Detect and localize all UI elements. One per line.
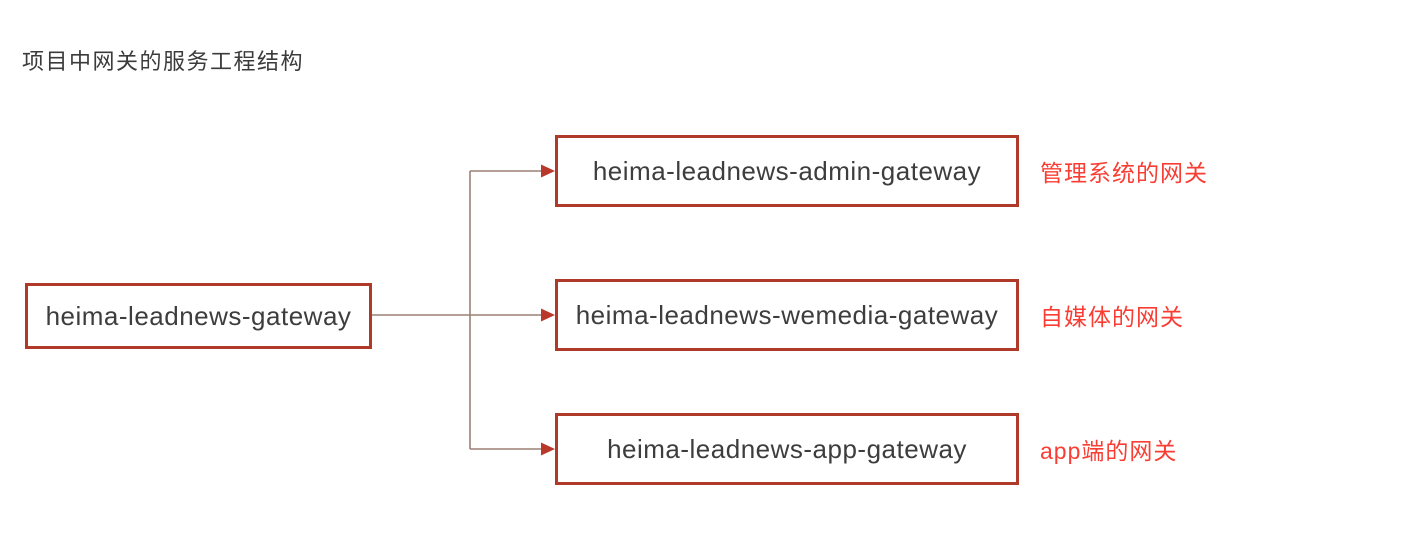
annotation-wemedia-gateway: 自媒体的网关: [1040, 279, 1184, 351]
annotation-app-gateway: app端的网关: [1040, 413, 1177, 485]
annotation-wemedia-gateway-text: 自媒体的网关: [1040, 304, 1184, 330]
diagram-title: 项目中网关的服务工程结构: [22, 49, 305, 74]
arrowhead-app-icon: [541, 442, 555, 456]
node-root-gateway: heima-leadnews-gateway: [25, 283, 372, 349]
annotation-admin-gateway: 管理系统的网关: [1040, 135, 1208, 207]
annotation-app-gateway-text: app端的网关: [1040, 438, 1178, 464]
node-app-gateway-label: heima-leadnews-app-gateway: [607, 433, 967, 464]
node-admin-gateway: heima-leadnews-admin-gateway: [555, 135, 1019, 207]
node-app-gateway: heima-leadnews-app-gateway: [555, 413, 1019, 485]
node-admin-gateway-label: heima-leadnews-admin-gateway: [592, 155, 982, 186]
node-root-gateway-label: heima-leadnews-gateway: [45, 300, 352, 331]
annotation-admin-gateway-text: 管理系统的网关: [1040, 160, 1208, 186]
arrowhead-wemedia-icon: [541, 308, 555, 322]
node-wemedia-gateway: heima-leadnews-wemedia-gateway: [555, 279, 1019, 351]
node-wemedia-gateway-label: heima-leadnews-wemedia-gateway: [575, 299, 999, 330]
arrowhead-admin-icon: [541, 164, 555, 178]
